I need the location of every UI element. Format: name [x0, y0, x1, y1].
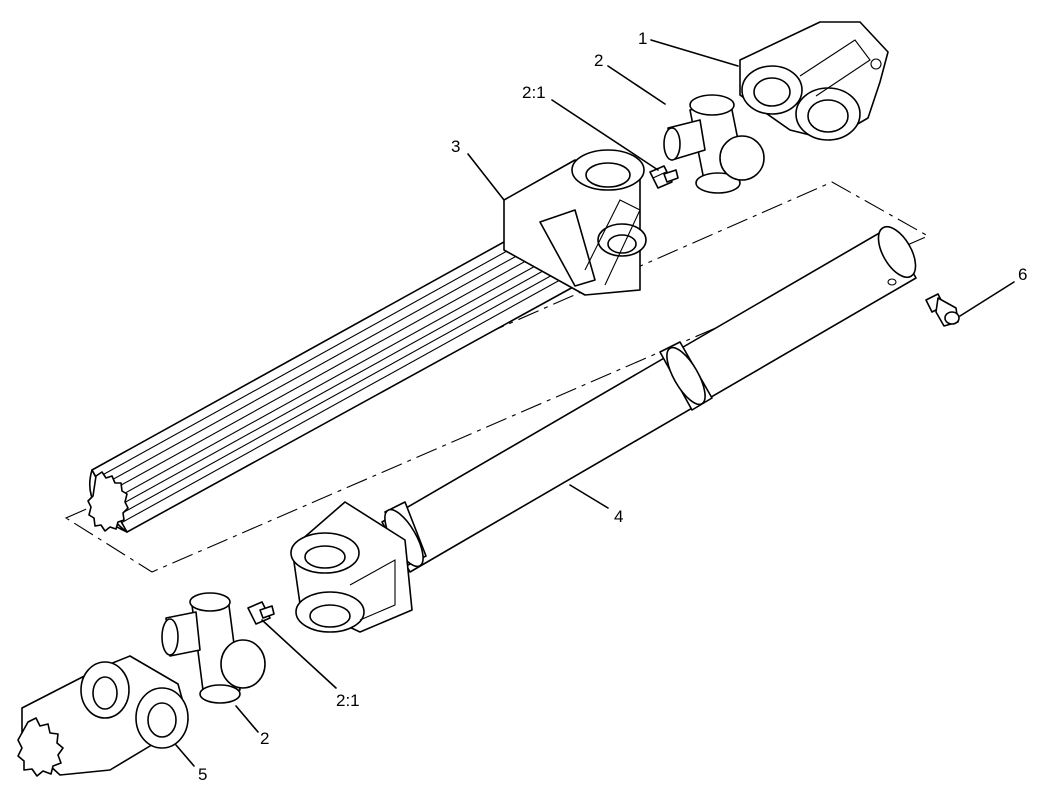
grease-fitting-lower	[247, 601, 275, 625]
callout-4: 4	[614, 507, 623, 526]
splined-shaft-yoke	[87, 149, 647, 533]
callout-5: 5	[198, 765, 207, 784]
reference-plane	[64, 181, 930, 573]
callouts: 1 2 2:1 3 4 5 6 2 2:1	[198, 29, 1027, 784]
callout-2-upper: 2	[594, 51, 603, 70]
grease-fitting-upper	[649, 165, 679, 189]
callout-2-lower: 2	[260, 729, 269, 748]
tube-yoke	[290, 225, 917, 633]
end-yoke	[739, 21, 889, 141]
cross-bearing-lower	[161, 592, 266, 704]
callout-2-1-upper: 2:1	[522, 83, 546, 102]
set-screw	[925, 293, 960, 327]
slip-yoke	[17, 655, 189, 777]
callout-6: 6	[1018, 265, 1027, 284]
leader-lines	[175, 39, 1015, 767]
callout-1: 1	[638, 29, 647, 48]
callout-3: 3	[451, 137, 460, 156]
callout-2-1-lower: 2:1	[336, 691, 360, 710]
cross-bearing-upper	[663, 94, 765, 194]
